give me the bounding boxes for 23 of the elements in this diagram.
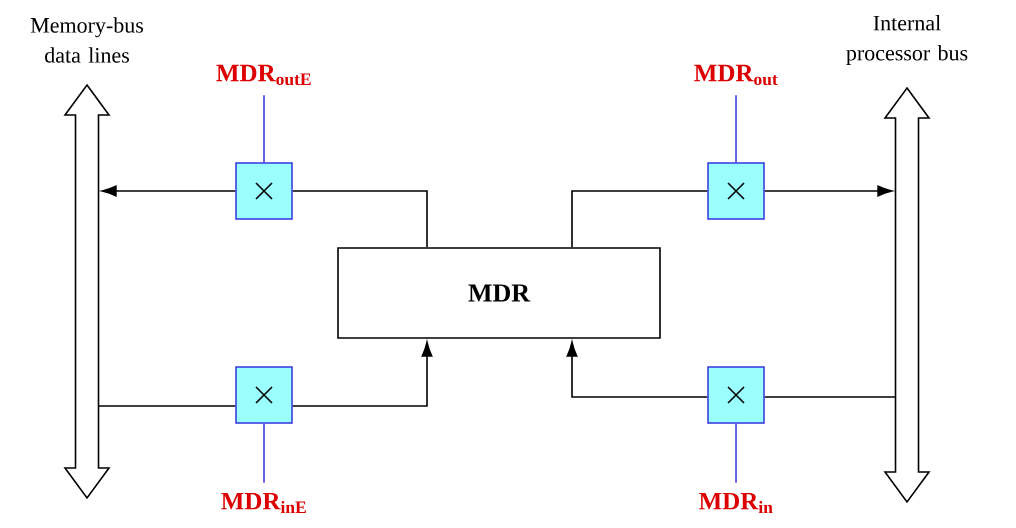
connector-line bbox=[571, 190, 709, 248]
switch-box bbox=[235, 162, 293, 220]
switch-box bbox=[235, 366, 293, 424]
control-line bbox=[263, 423, 265, 484]
switch-box bbox=[707, 366, 765, 424]
connector-line bbox=[291, 190, 428, 248]
control-line bbox=[263, 94, 265, 163]
control-line bbox=[735, 94, 737, 163]
signal-label: MDR$_{in}$ bbox=[699, 492, 773, 514]
signal-label: MDR$_{out}$ bbox=[694, 64, 778, 86]
register-box: MDR bbox=[337, 247, 661, 339]
arrow bbox=[763, 185, 893, 197]
arrow bbox=[291, 341, 433, 407]
arrow bbox=[101, 185, 237, 197]
arrow bbox=[566, 341, 709, 398]
signal-label: MDR$_{inE}$ bbox=[221, 492, 306, 514]
connector-line bbox=[763, 396, 897, 398]
connector-line bbox=[97, 405, 237, 407]
bus-label: Memory-bus data lines bbox=[30, 17, 144, 63]
signal-label: MDR$_{outE}$ bbox=[216, 64, 311, 86]
switch-box bbox=[707, 162, 765, 220]
bus-label: Internal processor bus bbox=[846, 15, 968, 65]
control-line bbox=[735, 423, 737, 484]
